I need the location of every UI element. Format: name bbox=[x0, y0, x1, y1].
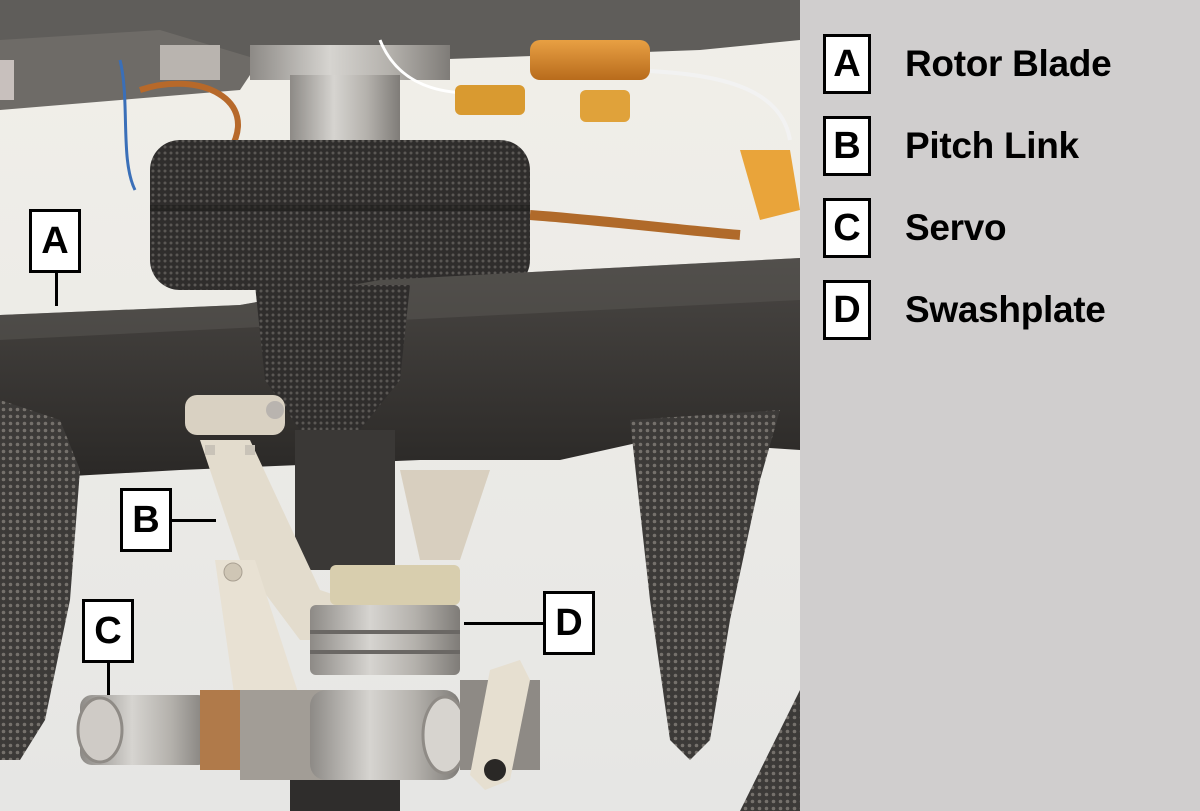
legend-item-rotor-blade: A Rotor Blade bbox=[823, 31, 1112, 97]
rotor-hub-illustration bbox=[0, 0, 800, 811]
legend-label-servo: Servo bbox=[905, 207, 1007, 248]
rotor-hub-photo: A B C D bbox=[0, 0, 800, 811]
callout-c-box: C bbox=[82, 599, 134, 663]
legend-label-rotor-blade: Rotor Blade bbox=[905, 43, 1112, 84]
legend-key-a: A bbox=[823, 34, 871, 94]
callout-b-leader-line bbox=[172, 519, 216, 522]
callout-d-box: D bbox=[543, 591, 595, 655]
legend-item-pitch-link: B Pitch Link bbox=[823, 113, 1079, 179]
legend-item-swashplate: D Swashplate bbox=[823, 277, 1106, 343]
callout-d-leader-line bbox=[464, 622, 544, 625]
legend-label-swashplate: Swashplate bbox=[905, 289, 1106, 330]
callout-c-leader-line bbox=[107, 663, 110, 695]
callout-a-box: A bbox=[29, 209, 81, 273]
legend-label-pitch-link: Pitch Link bbox=[905, 125, 1079, 166]
legend-key-b: B bbox=[823, 116, 871, 176]
callout-a-leader-line bbox=[55, 273, 58, 306]
legend-item-servo: C Servo bbox=[823, 195, 1007, 261]
legend-key-c: C bbox=[823, 198, 871, 258]
legend-key-d: D bbox=[823, 280, 871, 340]
callout-b-box: B bbox=[120, 488, 172, 552]
legend-panel: A Rotor Blade B Pitch Link C Servo D Swa… bbox=[800, 0, 1200, 811]
